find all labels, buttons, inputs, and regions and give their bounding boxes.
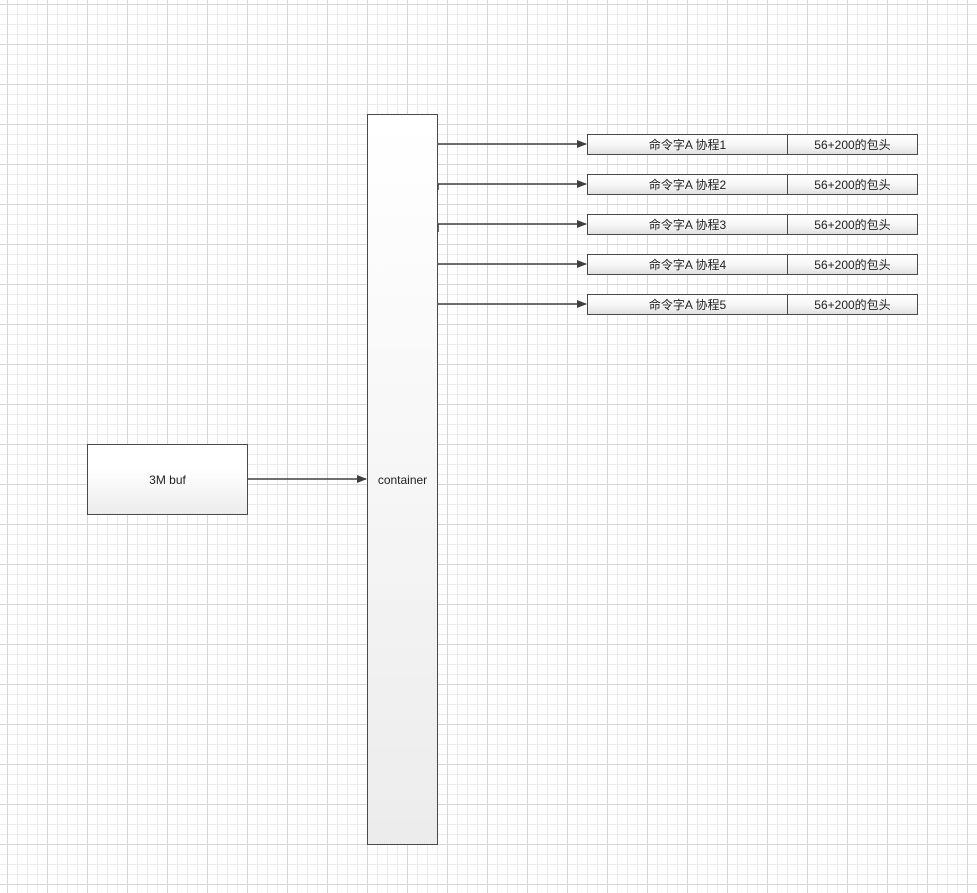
header-cell: 56+200的包头: [787, 174, 918, 195]
command-label: 命令字A 协程5: [648, 298, 727, 312]
container-node[interactable]: container: [367, 114, 438, 845]
command-cell: 命令字A 协程3: [587, 214, 788, 235]
command-label: 命令字A 协程2: [648, 178, 727, 192]
command-cell: 命令字A 协程1: [587, 134, 788, 155]
coroutine-row-5[interactable]: 命令字A 协程5 56+200的包头: [587, 294, 918, 315]
command-cell: 命令字A 协程2: [587, 174, 788, 195]
coroutine-row-1[interactable]: 命令字A 协程1 56+200的包头: [587, 134, 918, 155]
header-label: 56+200的包头: [814, 218, 891, 232]
header-cell: 56+200的包头: [787, 294, 918, 315]
header-cell: 56+200的包头: [787, 134, 918, 155]
header-cell: 56+200的包头: [787, 254, 918, 275]
header-label: 56+200的包头: [814, 258, 891, 272]
command-cell: 命令字A 协程4: [587, 254, 788, 275]
header-label: 56+200的包头: [814, 178, 891, 192]
coroutine-row-4[interactable]: 命令字A 协程4 56+200的包头: [587, 254, 918, 275]
coroutine-row-2[interactable]: 命令字A 协程2 56+200的包头: [587, 174, 918, 195]
command-cell: 命令字A 协程5: [587, 294, 788, 315]
container-node-label: container: [377, 472, 428, 487]
command-label: 命令字A 协程4: [648, 258, 727, 272]
coroutine-row-3[interactable]: 命令字A 协程3 56+200的包头: [587, 214, 918, 235]
header-label: 56+200的包头: [814, 298, 891, 312]
arrow-container-to-row-2: [437, 180, 587, 190]
command-label: 命令字A 协程3: [648, 218, 727, 232]
arrow-container-to-row-3: [437, 220, 587, 232]
buffer-node[interactable]: 3M buf: [87, 444, 248, 515]
command-label: 命令字A 协程1: [648, 138, 727, 152]
buffer-node-label: 3M buf: [149, 472, 186, 487]
header-label: 56+200的包头: [814, 138, 891, 152]
header-cell: 56+200的包头: [787, 214, 918, 235]
